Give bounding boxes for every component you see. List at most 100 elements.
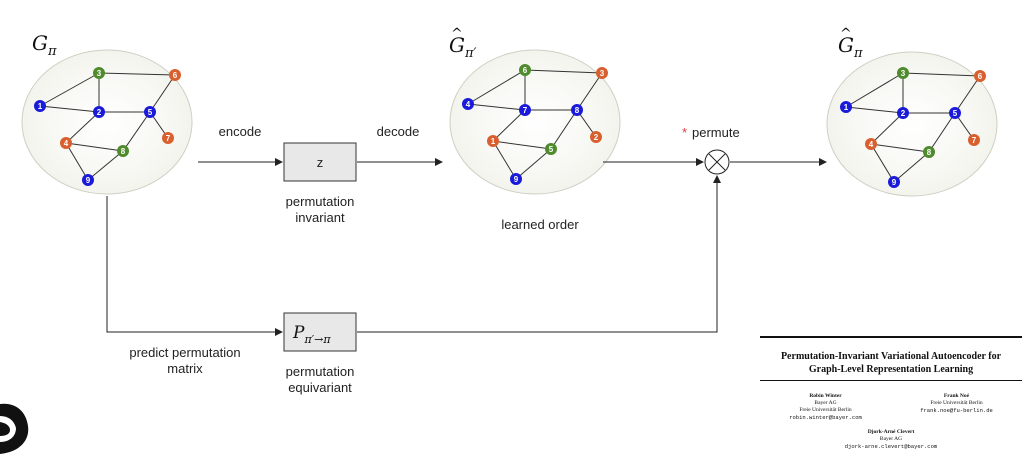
otimes-cross-2 [708, 153, 726, 171]
graph-node-label: 9 [514, 175, 519, 184]
graph-node-label: 3 [600, 69, 605, 78]
predict-label-line1: predict permutation [129, 345, 240, 360]
graph-node [117, 145, 129, 157]
paper-title-line1: Permutation-Invariant Variational Autoen… [780, 351, 1002, 362]
graph-node [571, 104, 583, 116]
graph-node [897, 67, 909, 79]
latent-z-label: z [317, 155, 324, 170]
graph-node-label: 3 [97, 69, 102, 78]
learned-order-label: learned order [501, 217, 579, 232]
input-graph: 1 2 3 6 5 7 4 8 9 Gπ [21, 31, 193, 195]
graph-node [487, 135, 499, 147]
corner-logo-icon [0, 403, 29, 454]
author-name: Robin Winter [809, 393, 842, 399]
author-affiliation: Freie Universität Berlin [799, 407, 852, 413]
predict-path-line [106, 196, 283, 336]
output-graph-label: Gπ [838, 33, 863, 61]
graph-node [82, 174, 94, 186]
graph-node [169, 69, 181, 81]
graph-node-label: 5 [549, 145, 554, 154]
permutation-matrix-label: Pπ′→π [292, 323, 331, 346]
latent-z-box [283, 142, 357, 182]
graph-node-label: 6 [173, 71, 178, 80]
graph-node [545, 143, 557, 155]
graph-node [949, 107, 961, 119]
input-graph-edges [39, 72, 176, 181]
paper-bottom-rule [760, 380, 1022, 381]
graph-node [519, 64, 531, 76]
graph-node [462, 98, 474, 110]
input-graph-label: Gπ [32, 31, 57, 59]
graph-node [60, 137, 72, 149]
decode-label: decode [377, 124, 420, 139]
graph-node [34, 100, 46, 112]
predict-label-line2: matrix [167, 361, 203, 376]
author-name: Frank Noé [943, 393, 970, 399]
permutation-matrix-box [283, 312, 357, 352]
paper-title-line2: Graph-Level Representation Learning [808, 364, 974, 375]
matrix-to-permute-line [357, 175, 721, 333]
graph-node-label: 1 [491, 137, 496, 146]
graph-node [93, 67, 105, 79]
graph-node [596, 67, 608, 79]
graph-node-label: 1 [38, 102, 43, 111]
perm-invariant-line2: invariant [295, 210, 345, 225]
graph-node-label: 2 [901, 109, 906, 118]
graph-node-label: 8 [121, 147, 126, 156]
input-graph-nodes: 1 2 3 6 5 7 4 8 9 [34, 67, 181, 186]
hat-accent: ^ [451, 26, 463, 42]
graph-node-label: 9 [86, 176, 91, 185]
encode-label: encode [219, 124, 262, 139]
graph-node [162, 132, 174, 144]
author-email: frank.noe@fu-berlin.de [920, 407, 993, 414]
graph-node-label: 6 [978, 72, 983, 81]
graph-node-label: 5 [953, 109, 958, 118]
author-affiliation: Freie Universität Berlin [930, 400, 983, 406]
graph-node-label: 4 [869, 140, 874, 149]
graph-node [897, 107, 909, 119]
graph-node-label: 1 [844, 103, 849, 112]
graph-node [865, 138, 877, 150]
reordered-graph: 4 7 6 3 8 2 1 5 9 Gπ′ ^ [449, 26, 621, 195]
author-email: robin.winter@bayer.com [789, 414, 862, 421]
hat-accent: ^ [840, 26, 852, 42]
output-graph: 1 2 3 6 5 7 4 8 9 Gπ ^ [826, 26, 998, 197]
permute-label: permute [692, 125, 740, 140]
output-graph-edges [845, 72, 981, 183]
graph-node [840, 101, 852, 113]
author-block: Frank Noé Freie Universität Berlin frank… [920, 393, 993, 421]
graph-node-label: 5 [148, 108, 153, 117]
graph-node-label: 3 [901, 69, 906, 78]
graph-node [519, 104, 531, 116]
paper-title: Permutation-Invariant Variational Autoen… [760, 350, 1022, 376]
graph-node [510, 173, 522, 185]
reordered-graph-label: Gπ′ [449, 33, 477, 61]
author-block: Robin Winter Bayer AG Freie Universität … [789, 393, 862, 421]
graph-node-label: 7 [523, 106, 528, 115]
graph-node [888, 176, 900, 188]
perm-equivariant-line1: permutation [286, 364, 355, 379]
author-email: djork-arne.clevert@bayer.com [844, 443, 938, 450]
perm-equivariant-line2: equivariant [288, 380, 352, 395]
graph-node-label: 6 [523, 66, 528, 75]
graph-node-label: 9 [892, 178, 897, 187]
paper-title-card: Permutation-Invariant Variational Autoen… [760, 336, 1022, 464]
graph-node-label: 2 [97, 108, 102, 117]
author-name: Djork-Arné Clevert [867, 429, 915, 435]
graph-node-label: 7 [972, 136, 977, 145]
perm-invariant-line1: permutation [286, 194, 355, 209]
graph-node [93, 106, 105, 118]
graph-node [144, 106, 156, 118]
output-graph-nodes: 1 2 3 6 5 7 4 8 9 [840, 67, 986, 188]
reordered-graph-nodes: 4 7 6 3 8 2 1 5 9 [462, 64, 608, 185]
graph-node-label: 8 [575, 106, 580, 115]
graph-node-label: 2 [594, 133, 599, 142]
graph-node [968, 134, 980, 146]
permute-star: * [682, 125, 687, 140]
graph-node-label: 4 [64, 139, 69, 148]
paper-authors: Robin Winter Bayer AG Freie Universität … [760, 393, 1022, 421]
graph-node-label: 4 [466, 100, 471, 109]
author-affiliation: Bayer AG [879, 436, 903, 442]
paper-top-rule [760, 336, 1022, 338]
